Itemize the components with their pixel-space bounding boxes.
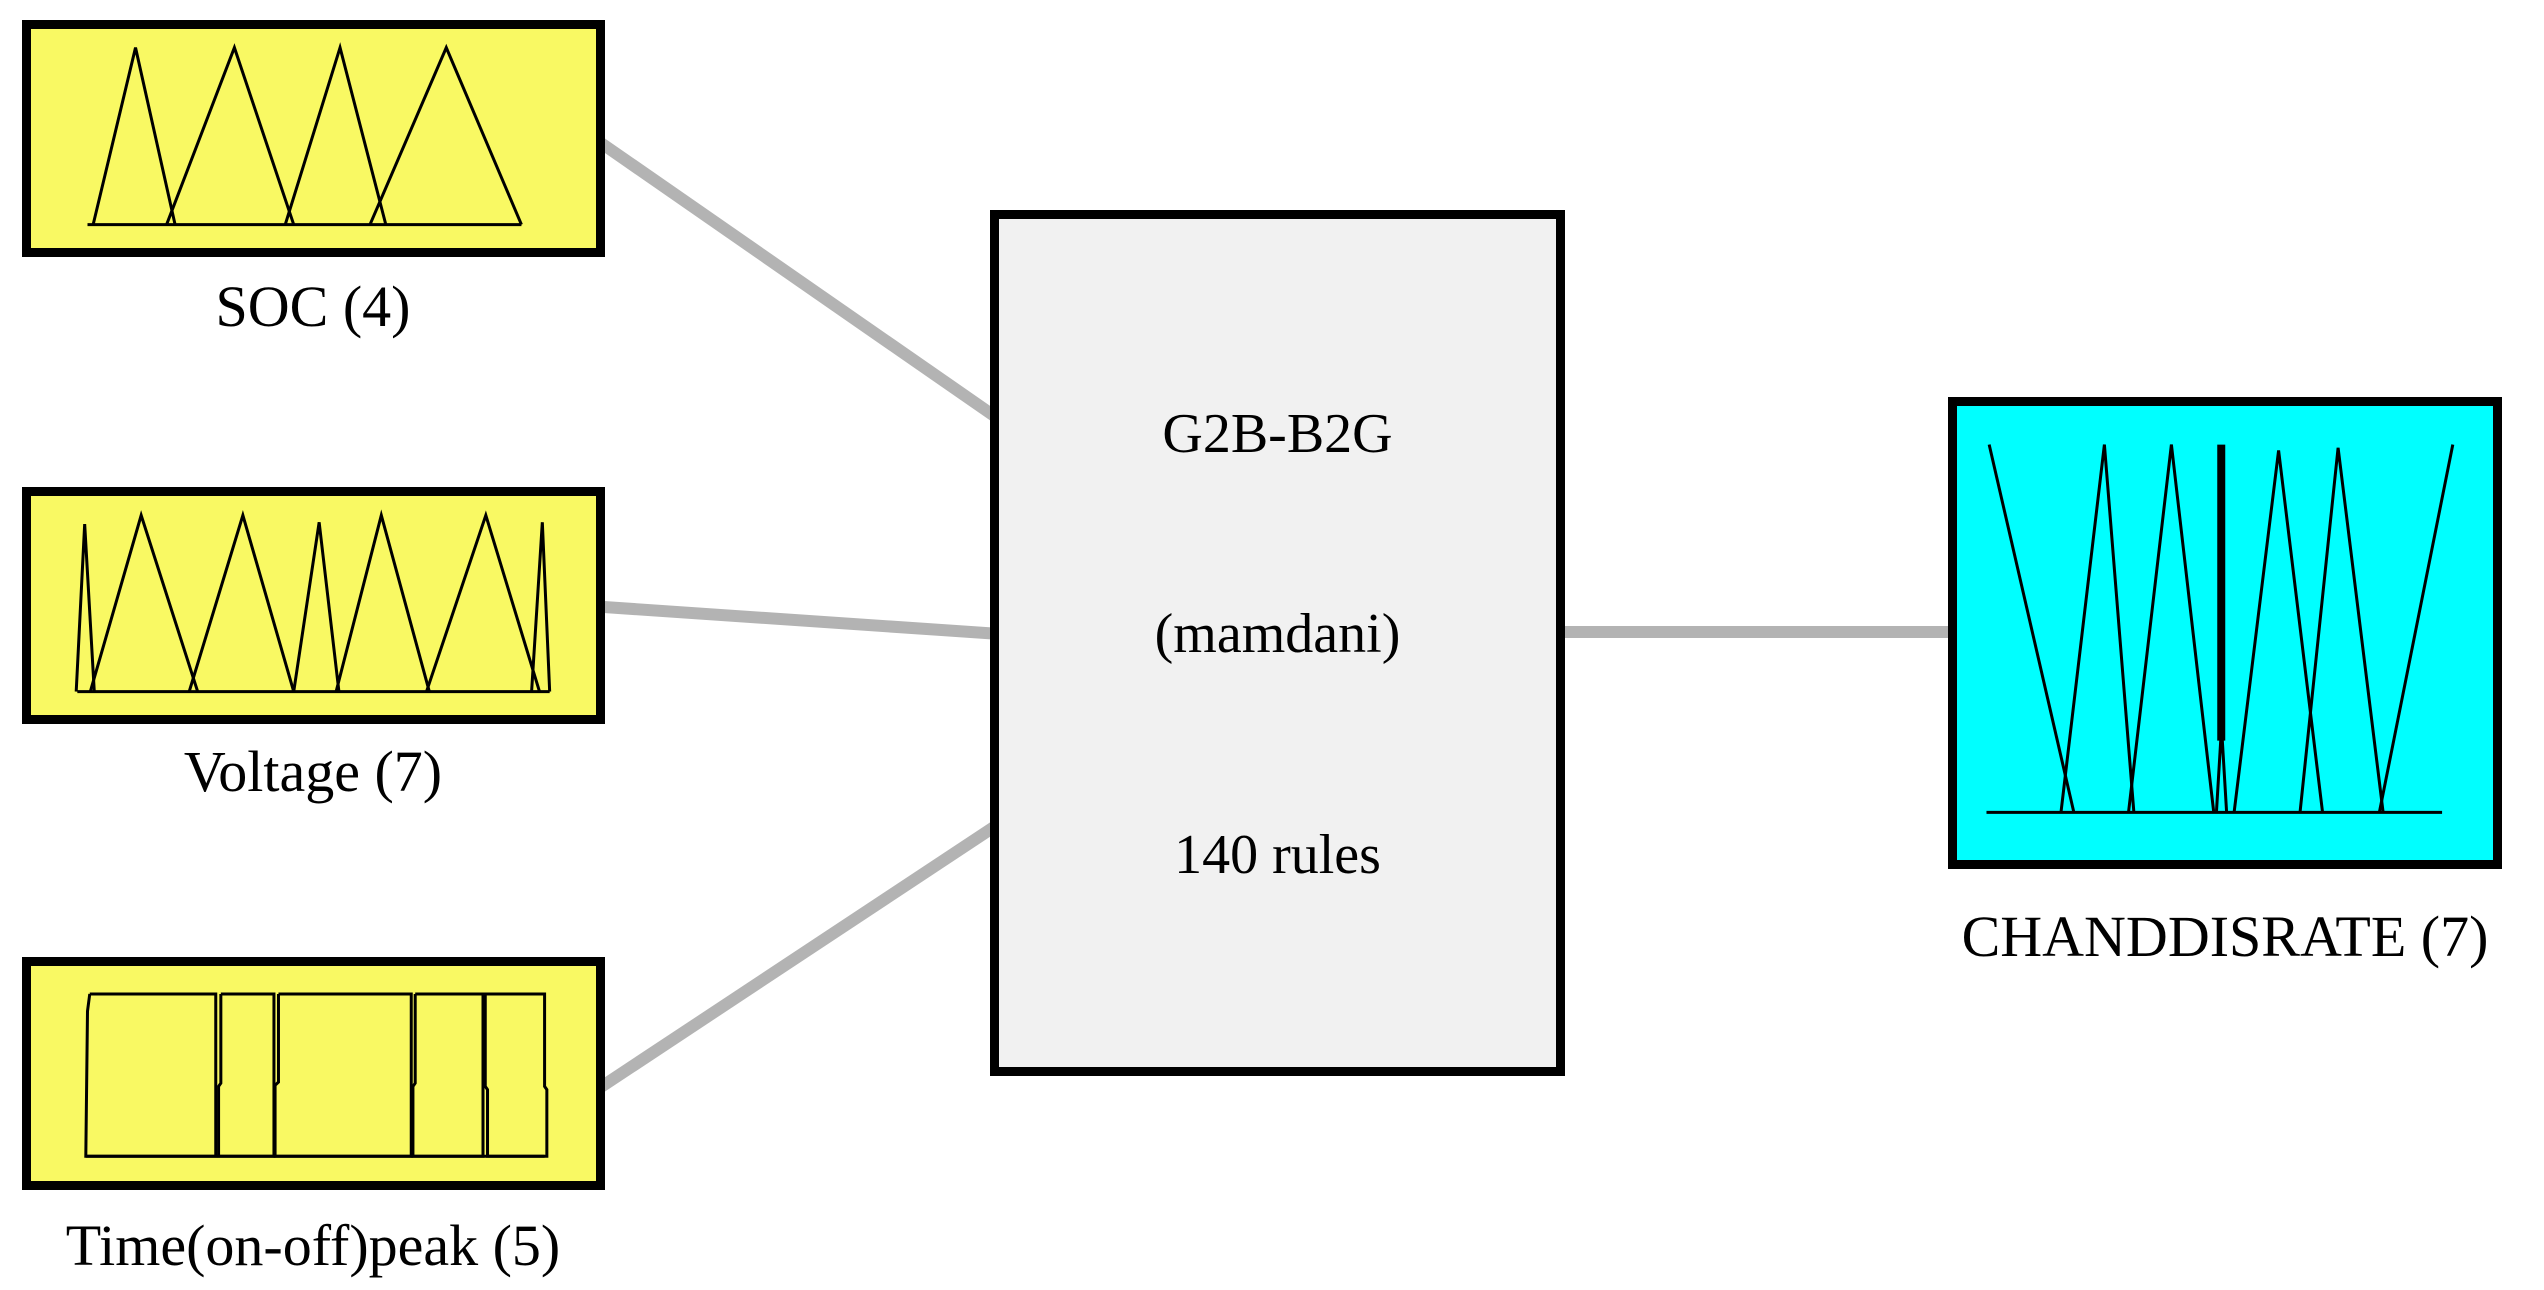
input-label-time-on-off-peak: Time(on-off)peak (5) [65,1213,561,1278]
input-label-voltage: Voltage (7) [183,739,443,804]
system-box[interactable]: G2B-B2G (mamdani) 140 rules [990,210,1565,1076]
connector-time-to-system [597,817,1004,1093]
membership-function-plot-voltage [31,496,596,715]
system-inference-type: (mamdani) [1154,603,1401,665]
connector-voltage-to-system [603,601,1001,640]
input-label-soc: SOC (4) [215,274,411,339]
system-rules-count: 140 rules [1174,824,1381,886]
output-label-chanddisrate: CHANDDISRATE (7) [1961,904,2489,969]
input-variable-box-time-on-off-peak[interactable] [22,957,605,1190]
output-variable-box-chanddisrate[interactable] [1948,397,2502,869]
membership-function-plot-chanddisrate [1957,406,2493,860]
system-name: G2B-B2G [1162,403,1393,465]
membership-function-plot-soc [31,29,596,248]
connector-soc-to-system [597,138,1004,425]
input-variable-box-voltage[interactable] [22,487,605,724]
input-variable-box-soc[interactable] [22,20,605,257]
membership-function-plot-time-on-off-peak [31,966,596,1181]
